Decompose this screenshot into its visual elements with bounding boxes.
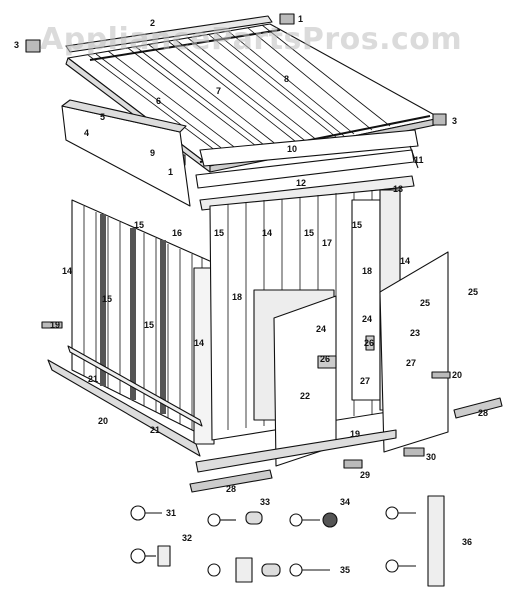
callout-27: 27 xyxy=(406,358,416,368)
callout-14: 14 xyxy=(400,256,410,266)
top-rail xyxy=(65,15,273,53)
callout-26: 26 xyxy=(364,338,374,348)
callout-labels: 1 1 2 3 3 4 5 6 7 8 9 10 11 12 13 14 14 … xyxy=(14,14,488,575)
callout-21: 21 xyxy=(88,374,98,384)
callout-35: 35 xyxy=(340,565,350,575)
callout-32: 32 xyxy=(182,533,192,543)
callout-11: 11 xyxy=(414,155,424,165)
hardware-36-plate xyxy=(385,495,445,587)
callout-14: 14 xyxy=(262,228,272,238)
callout-24: 24 xyxy=(316,324,326,334)
header-beam-10 xyxy=(199,129,419,167)
callout-28: 28 xyxy=(226,484,236,494)
callout-18: 18 xyxy=(362,266,372,276)
bracket-20-right xyxy=(431,371,451,379)
callout-20: 20 xyxy=(452,370,462,380)
callout-36: 36 xyxy=(462,537,472,547)
floor-channel-21 xyxy=(67,345,203,427)
door-handle-26 xyxy=(317,335,375,369)
callout-3: 3 xyxy=(452,116,457,126)
callout-10: 10 xyxy=(287,144,297,154)
callout-19: 19 xyxy=(350,429,360,439)
callout-2: 2 xyxy=(150,18,155,28)
callout-20: 20 xyxy=(98,416,108,426)
callout-26: 26 xyxy=(320,354,330,364)
callout-21: 21 xyxy=(150,425,160,435)
cap-3-left xyxy=(25,39,41,53)
door-22 xyxy=(273,295,337,467)
watermark: AppliancePartsPros.com xyxy=(40,22,463,57)
callout-22: 22 xyxy=(300,391,310,401)
hardware-34-washer xyxy=(289,512,338,528)
left-wall xyxy=(71,199,213,441)
callout-25: 25 xyxy=(468,287,478,297)
callout-15: 15 xyxy=(144,320,154,330)
callout-15: 15 xyxy=(134,220,144,230)
callout-6: 6 xyxy=(156,96,161,106)
callout-5: 5 xyxy=(100,112,105,122)
callout-12: 12 xyxy=(296,178,306,188)
callout-27: 27 xyxy=(360,376,370,386)
track-30 xyxy=(403,447,425,457)
header-beam-12 xyxy=(195,149,415,189)
cap-3-right xyxy=(432,113,447,126)
callout-19: 19 xyxy=(50,320,60,330)
callout-29: 29 xyxy=(360,470,370,480)
callout-1: 1 xyxy=(168,167,173,177)
callout-15: 15 xyxy=(214,228,224,238)
callout-3: 3 xyxy=(14,40,19,50)
bracket-19-left xyxy=(41,321,63,329)
track-29 xyxy=(343,459,363,469)
hardware-31-screw xyxy=(130,505,162,521)
callout-15: 15 xyxy=(102,294,112,304)
callout-17: 17 xyxy=(322,238,332,248)
hardware-32-bracket xyxy=(130,545,171,567)
bracket-11 xyxy=(409,145,419,169)
callout-18: 18 xyxy=(232,292,242,302)
callout-28: 28 xyxy=(478,408,488,418)
hardware-35-pin xyxy=(207,557,330,583)
callout-25: 25 xyxy=(420,298,430,308)
callout-4: 4 xyxy=(84,128,89,138)
callout-15: 15 xyxy=(352,220,362,230)
callout-15: 15 xyxy=(304,228,314,238)
callout-1: 1 xyxy=(298,14,303,24)
callout-33: 33 xyxy=(260,497,270,507)
floor-strip-28-left xyxy=(189,469,273,493)
callout-8: 8 xyxy=(284,74,289,84)
callout-34: 34 xyxy=(340,497,350,507)
floor-rail-20 xyxy=(47,359,201,457)
hardware-33-pin xyxy=(207,511,263,527)
cap-1-top xyxy=(279,13,295,25)
floor-rail-19 xyxy=(195,429,397,473)
callout-23: 23 xyxy=(410,328,420,338)
callout-7: 7 xyxy=(216,86,221,96)
floor-strip-28-right xyxy=(453,397,503,419)
callout-16: 16 xyxy=(172,228,182,238)
callout-14: 14 xyxy=(194,338,204,348)
callout-31: 31 xyxy=(166,508,176,518)
callout-30: 30 xyxy=(426,452,436,462)
door-23 xyxy=(379,251,449,453)
callout-24: 24 xyxy=(362,314,372,324)
callout-13: 13 xyxy=(393,184,403,194)
callout-9: 9 xyxy=(150,148,155,158)
callout-14: 14 xyxy=(62,266,72,276)
